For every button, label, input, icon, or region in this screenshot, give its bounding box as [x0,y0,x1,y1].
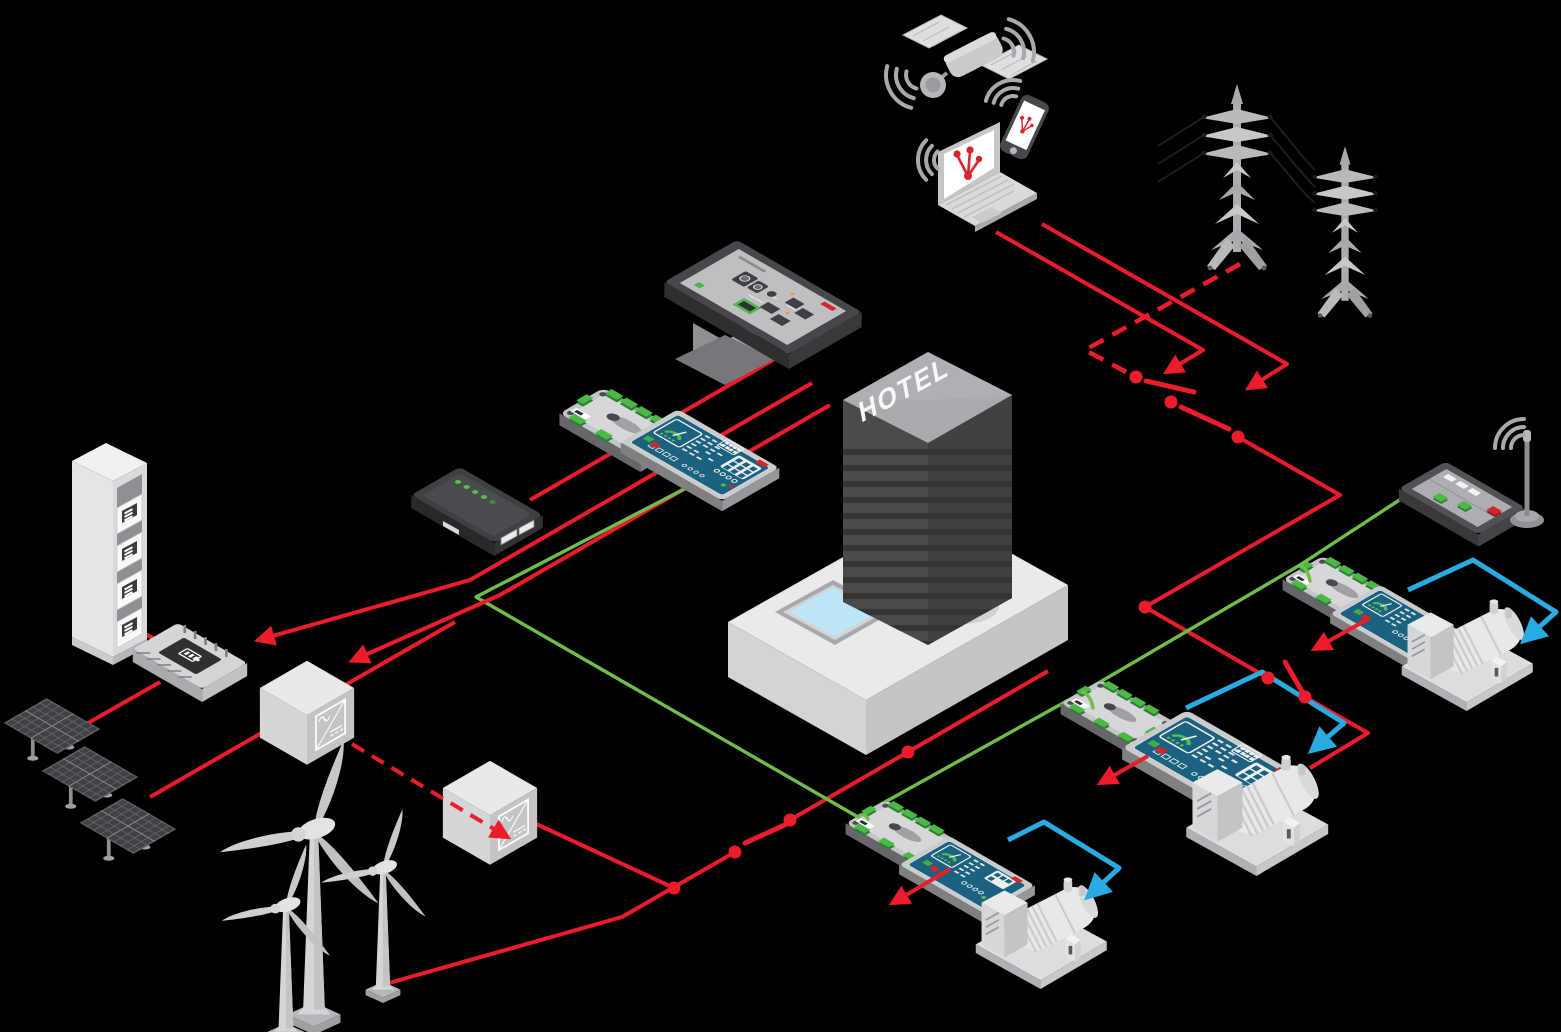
remote-smartphone [1000,94,1049,160]
ethernet-switch [411,468,543,556]
hotel-building: HOTEL [728,349,1068,755]
wind-turbine-1 [218,738,384,1032]
radio-antenna [1510,430,1544,528]
remote-network-icon-small [1020,115,1034,134]
breaker-blades [742,378,1306,846]
power-arrows [253,222,1371,906]
grid-dashed-line [1080,262,1242,375]
satellite-uplink [901,14,1049,98]
wifi-arcs [884,17,1526,450]
utility-pylon-2 [1311,146,1379,318]
battery-management-chip [132,624,248,702]
wind-turbine-3 [320,808,429,1004]
utility-pylon-1 [1201,84,1273,271]
inverter-2 [441,759,539,866]
solar-panel-3 [79,797,177,862]
power-wires [1157,116,1316,204]
comm-stubs [856,563,1312,821]
internet-gateway [1398,462,1526,547]
remote-network-icon [953,146,983,180]
junction-dots [667,370,1312,895]
swimming-pool [775,580,893,645]
hmi-touch-panel [664,241,862,385]
battery-storage-rack [72,443,147,665]
remote-laptop [938,122,1037,232]
